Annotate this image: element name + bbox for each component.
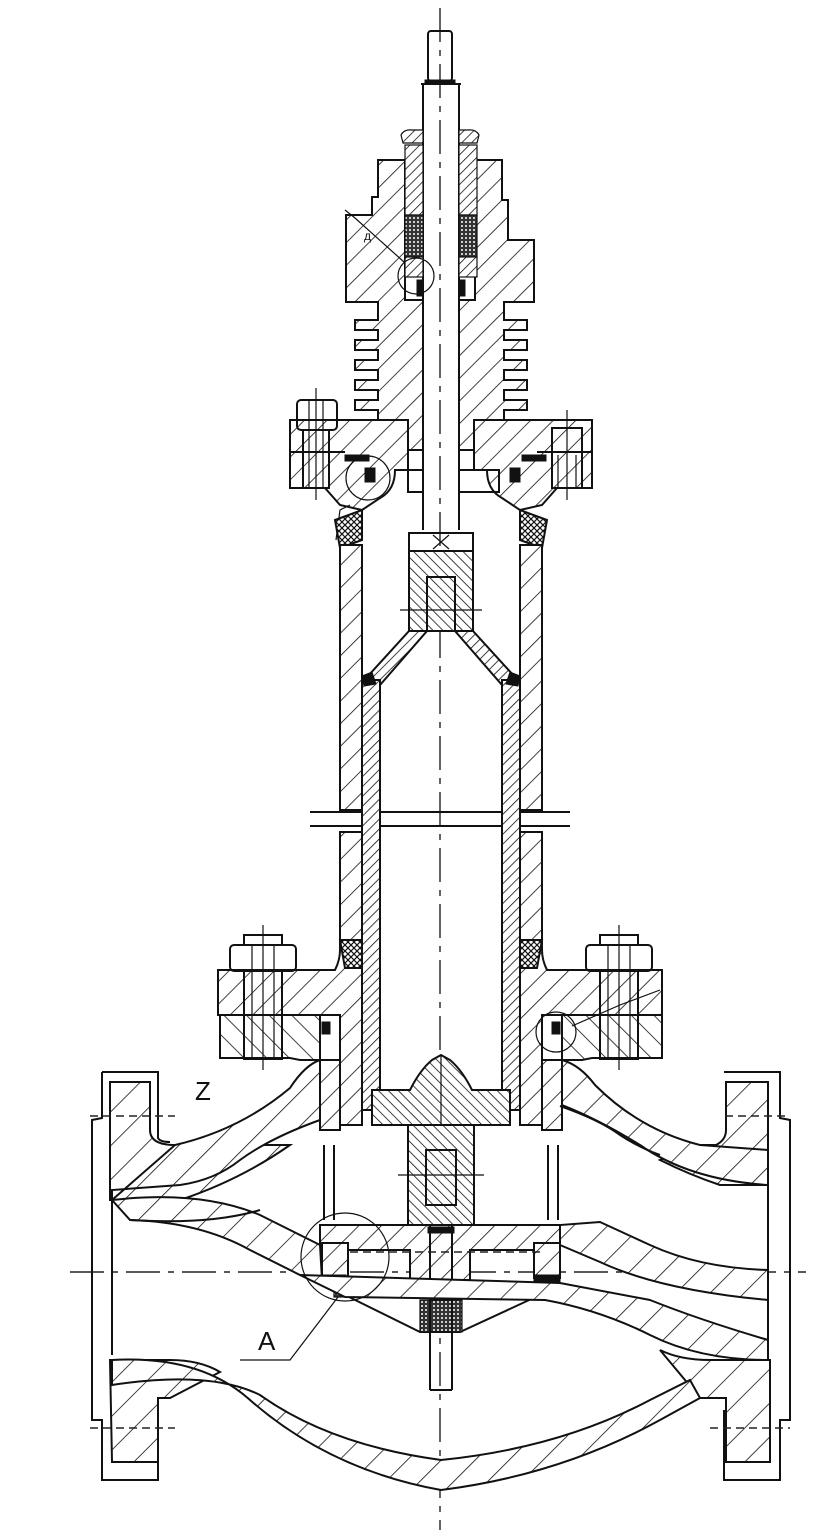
- packing-detail-circle: [397, 257, 435, 295]
- valve-body: [90, 1058, 791, 1492]
- extension-neck: [333, 508, 549, 550]
- detail-a-circle: [300, 1212, 390, 1302]
- upper-flange-detail-circle: [345, 455, 391, 501]
- callout-small-label: д: [364, 229, 371, 243]
- packing-box: д: [344, 129, 535, 471]
- detail-a: A: [240, 1212, 390, 1361]
- detail-a-label: A: [258, 1326, 276, 1356]
- upper-bolted-flange: [289, 388, 593, 541]
- stem: [421, 83, 461, 530]
- guide-sleeve: [361, 532, 521, 1111]
- zone-z-label: Z: [195, 1076, 211, 1106]
- lower-flange-detail-circle: [535, 1011, 577, 1053]
